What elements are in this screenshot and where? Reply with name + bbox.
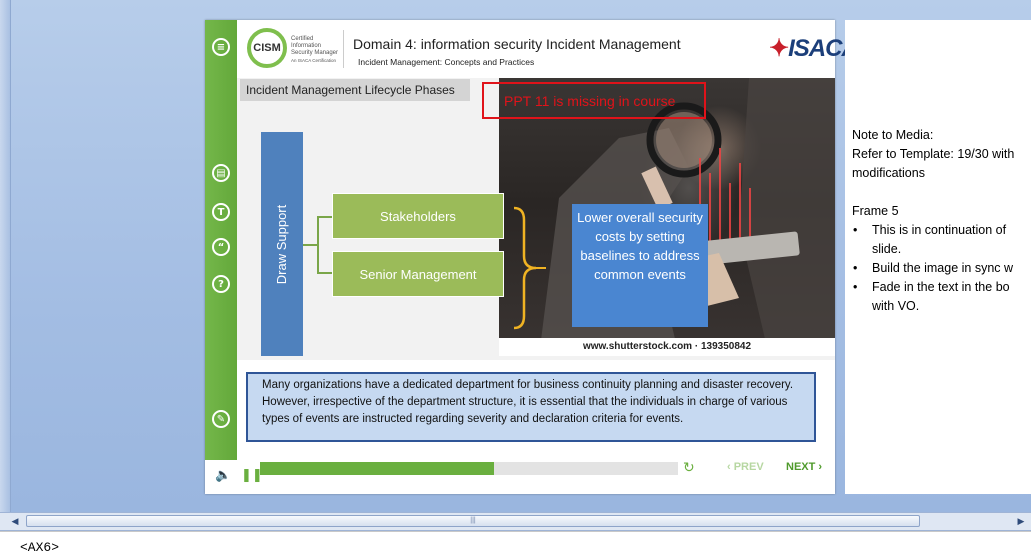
cism-caption-line2: Security Manager xyxy=(291,50,339,56)
senior-management-box: Senior Management xyxy=(332,251,504,297)
next-button[interactable]: NEXT › xyxy=(786,461,823,473)
horizontal-scrollbar[interactable]: ◀ ||| ▶ xyxy=(0,512,1031,531)
volume-icon[interactable]: 🔈 xyxy=(215,468,232,483)
isaca-logo: ✦ISACA xyxy=(769,34,859,63)
notes-bullet-1-line1: This is in continuation of xyxy=(872,223,1007,237)
prev-button[interactable]: ‹ PREV xyxy=(727,461,764,473)
glossary-icon[interactable]: ✎ xyxy=(212,410,230,428)
media-notes-panel: Note to Media: Refer to Template: 19/30 … xyxy=(845,20,1031,494)
progress-fill xyxy=(260,462,494,475)
draw-support-label: Draw Support xyxy=(274,204,290,284)
notes-bullet-1: • This is in continuation of slide. xyxy=(852,221,1031,259)
notes-icon[interactable]: ▤ xyxy=(212,164,230,182)
notes-template-ref: Refer to Template: 19/30 with xyxy=(852,147,1015,161)
notes-bullet-2-line1: Build the image in sync w xyxy=(872,261,1014,275)
cism-caption-line1: Certified Information xyxy=(291,36,322,49)
draw-support-box: Draw Support xyxy=(261,132,303,356)
slide-header: CISM Certified Information Security Mana… xyxy=(237,20,859,78)
cost-note-box: Lower overall security costs by setting … xyxy=(572,204,708,327)
replay-icon[interactable]: ↻ xyxy=(683,460,695,476)
media-notes: Note to Media: Refer to Template: 19/30 … xyxy=(852,126,1031,316)
phase-label: Incident Management Lifecycle Phases xyxy=(240,79,470,101)
stakeholders-box: Stakeholders xyxy=(332,193,504,239)
slide-player: ≡ ▤ T “ ? ✎ CISM Certified Information S… xyxy=(205,20,859,494)
notes-heading: Note to Media: xyxy=(852,128,934,142)
isaca-cross-icon: ✦ xyxy=(769,35,789,62)
photo-credit: www.shutterstock.com · 139350842 xyxy=(499,338,835,356)
menu-icon[interactable]: ≡ xyxy=(212,38,230,56)
description-box: Many organizations have a dedicated depa… xyxy=(246,372,816,442)
domain-title: Domain 4: information security Incident … xyxy=(353,36,681,52)
help-icon[interactable]: ? xyxy=(212,275,230,293)
scroll-left-icon[interactable]: ◀ xyxy=(11,516,19,527)
transcript-icon[interactable]: T xyxy=(212,203,230,221)
notes-bullet-1-line2: slide. xyxy=(872,242,902,256)
notes-modifications: modifications xyxy=(852,166,925,180)
notes-bullet-3-line2: with VO. xyxy=(872,299,920,313)
quote-icon[interactable]: “ xyxy=(212,238,230,256)
scroll-thumb[interactable]: ||| xyxy=(26,515,920,527)
stakeholders-label: Stakeholders xyxy=(380,208,456,224)
bullet-icon: • xyxy=(853,223,858,237)
senior-management-label: Senior Management xyxy=(359,266,477,282)
left-panel-edge xyxy=(0,0,11,512)
bullet-icon: • xyxy=(853,261,858,275)
cism-caption: Certified Information Security Manager A… xyxy=(291,36,343,64)
cism-caption-line3: An ISACA Certification xyxy=(291,58,337,63)
header-divider xyxy=(343,30,344,68)
notes-bullet-3: • Fade in the text in the bo with VO. xyxy=(852,278,1031,316)
side-rail: ≡ ▤ T “ ? ✎ xyxy=(205,20,237,460)
notes-bullet-3-line1: Fade in the text in the bo xyxy=(872,280,1010,294)
notes-frame: Frame 5 xyxy=(852,204,899,218)
connector-top xyxy=(317,216,332,218)
connector-vertical xyxy=(317,216,319,274)
command-strip: <AX6> xyxy=(0,531,1031,552)
domain-subtitle: Incident Management: Concepts and Practi… xyxy=(358,57,535,67)
connector-bottom xyxy=(317,272,332,274)
curly-brace-icon xyxy=(513,206,546,330)
connector-stem xyxy=(303,244,317,246)
cism-logo: CISM Certified Information Security Mana… xyxy=(247,26,343,74)
cism-ring: CISM xyxy=(247,28,287,68)
pause-icon[interactable]: ❚❚ xyxy=(241,468,263,483)
notes-bullet-2: • Build the image in sync w xyxy=(852,259,1031,278)
scroll-right-icon[interactable]: ▶ xyxy=(1017,516,1025,527)
bullet-icon: • xyxy=(853,280,858,294)
missing-ppt-note: PPT 11 is missing in course xyxy=(482,82,706,119)
